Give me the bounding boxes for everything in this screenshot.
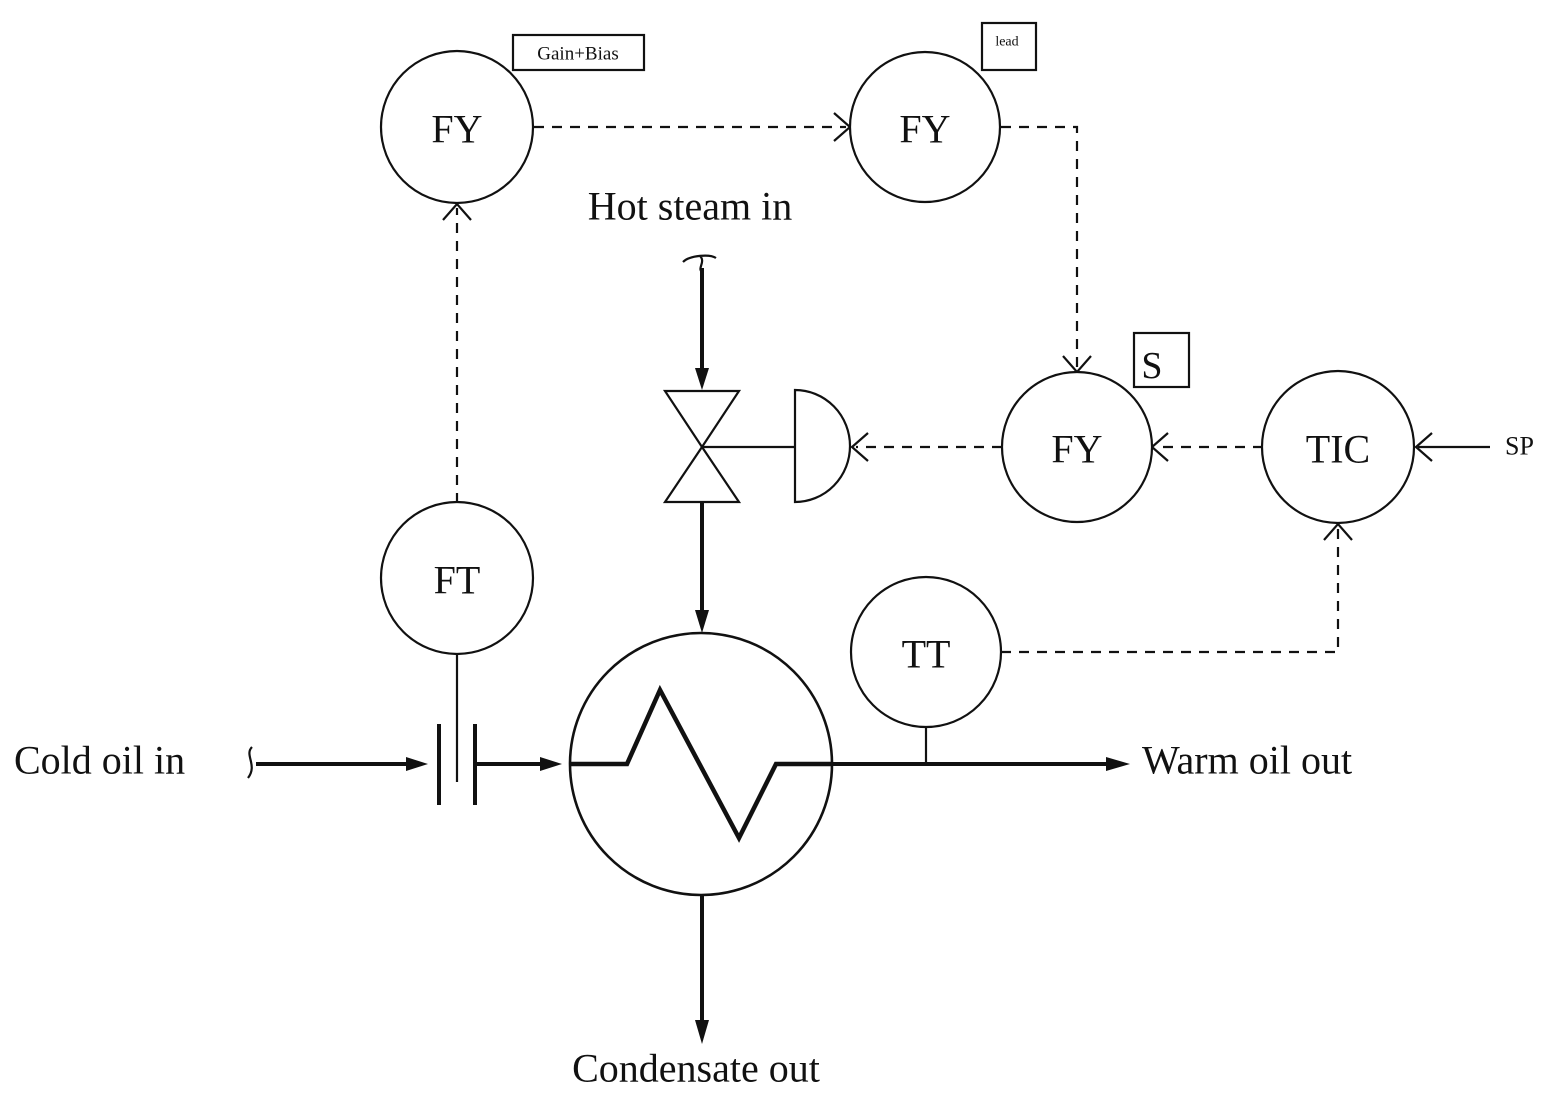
steam-inlet-line	[682, 254, 717, 390]
fy-gain-bias-tag: FY	[431, 107, 482, 152]
warm-oil-out-label: Warm oil out	[1142, 738, 1352, 783]
fy-gain-bias-function-box: Gain+Bias	[511, 33, 646, 72]
tt-bubble: TT	[849, 575, 1003, 729]
steam-control-valve	[662, 388, 852, 504]
signal-tic-to-fy-sum	[1150, 432, 1263, 462]
fy-lead-function-box: lead	[980, 21, 1038, 72]
signal-ft-to-fy-gain	[442, 202, 472, 503]
signal-fy-gain-to-fy-lead	[534, 112, 852, 142]
signal-fy-lead-to-fy-sum	[1001, 125, 1092, 374]
signal-fy-sum-to-actuator	[850, 432, 1002, 462]
fy-summer-bubble: FY	[1000, 370, 1154, 524]
fy-lead-bubble: FY	[848, 50, 1002, 204]
hot-steam-in-label: Hot steam in	[588, 184, 792, 229]
tic-bubble: TIC	[1260, 369, 1416, 525]
cold-oil-in-label: Cold oil in	[14, 738, 185, 783]
fy-summer-function-box: S	[1132, 331, 1191, 389]
fy-gain-bias-bubble: FY	[379, 49, 535, 205]
fy-gain-bias-function: Gain+Bias	[537, 44, 618, 65]
signal-tt-to-tic	[1001, 522, 1353, 654]
fy-summer-tag: FY	[1051, 427, 1102, 472]
valve-to-exchanger-line	[695, 502, 709, 633]
condensate-outlet-line	[695, 895, 709, 1044]
fy-summer-function: S	[1141, 345, 1162, 387]
ft-bubble: FT	[379, 500, 535, 656]
fy-lead-function: lead	[995, 35, 1018, 50]
orifice-to-exchanger-line	[476, 757, 562, 771]
setpoint-signal-line	[1414, 432, 1490, 462]
fy-lead-tag: FY	[899, 107, 950, 152]
setpoint-label: SP	[1505, 432, 1534, 461]
tic-tag: TIC	[1306, 427, 1370, 472]
cold-oil-inlet-line	[247, 746, 428, 779]
heat-exchanger	[568, 631, 834, 897]
condensate-out-label: Condensate out	[572, 1046, 820, 1091]
warm-oil-outlet-line	[832, 757, 1130, 771]
orifice-plate	[437, 724, 477, 805]
ft-tag: FT	[434, 558, 481, 603]
tt-tag: TT	[902, 632, 951, 677]
